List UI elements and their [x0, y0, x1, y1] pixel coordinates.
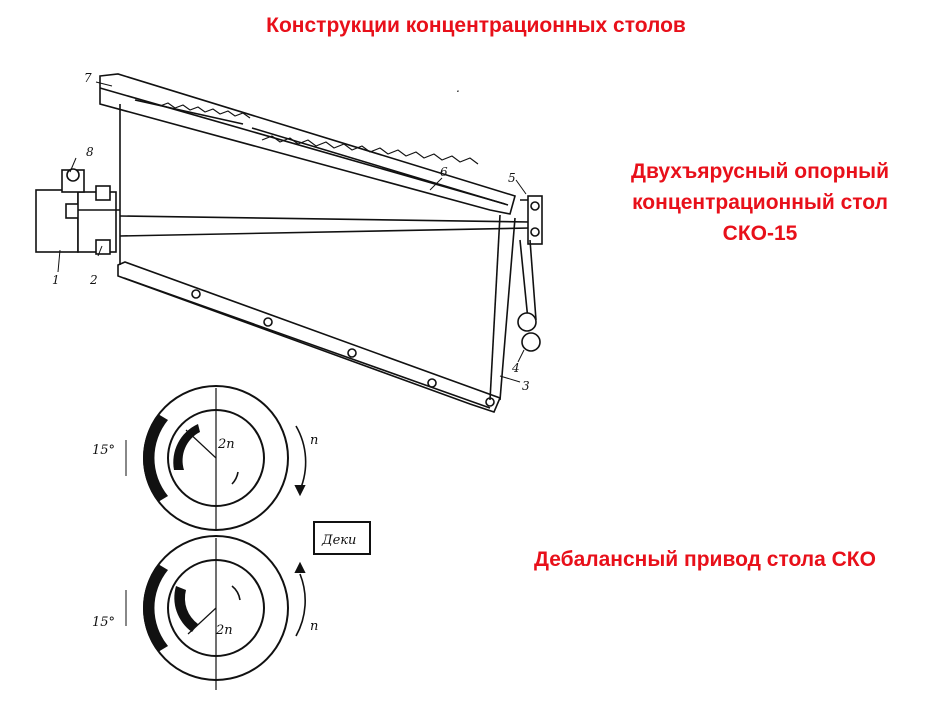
dot-mark: . [456, 81, 460, 95]
table-caption-line-2: концентрационный стол [632, 191, 888, 214]
deck-label: Деки [321, 533, 356, 548]
speed-bottom-inner-label: 2n [215, 623, 233, 638]
drive-caption: Дебалансный привод стола СКО [534, 548, 876, 571]
angle-bottom-label: 15° [92, 615, 115, 630]
part-number-7: 7 [84, 71, 92, 85]
part-number-1: 1 [52, 273, 60, 287]
table-caption: Двухъярусный опорный концентрационный ст… [600, 156, 920, 249]
speed-bottom-outer-label: n [310, 619, 318, 634]
slide-title: Конструкции концентрационных столов [266, 14, 686, 37]
part-number-4: 4 [511, 361, 520, 375]
table-caption-line-3: СКО-15 [722, 222, 798, 245]
deck-box [313, 521, 371, 555]
table-drawing [35, 73, 543, 413]
part-number-5: 5 [508, 171, 516, 185]
bottom-unbalance-wheel [125, 535, 306, 690]
speed-top-outer-label: n [310, 433, 318, 448]
right-support [517, 195, 543, 352]
speed-top-inner-label: 2n [217, 437, 235, 452]
lower-deck [117, 261, 502, 413]
part-number-2: 2 [89, 273, 98, 287]
table-caption-line-1: Двухъярусный опорный [631, 160, 889, 183]
part-number-6: 6 [440, 165, 448, 179]
drive-drawing [125, 385, 371, 690]
top-unbalance-wheel [125, 385, 307, 531]
angle-top-label: 15° [92, 443, 115, 458]
part-number-3: 3 [522, 379, 530, 393]
drive-motor [35, 168, 120, 255]
upper-deck [99, 73, 516, 215]
part-number-8: 8 [86, 145, 94, 159]
leader-lines [57, 81, 527, 383]
